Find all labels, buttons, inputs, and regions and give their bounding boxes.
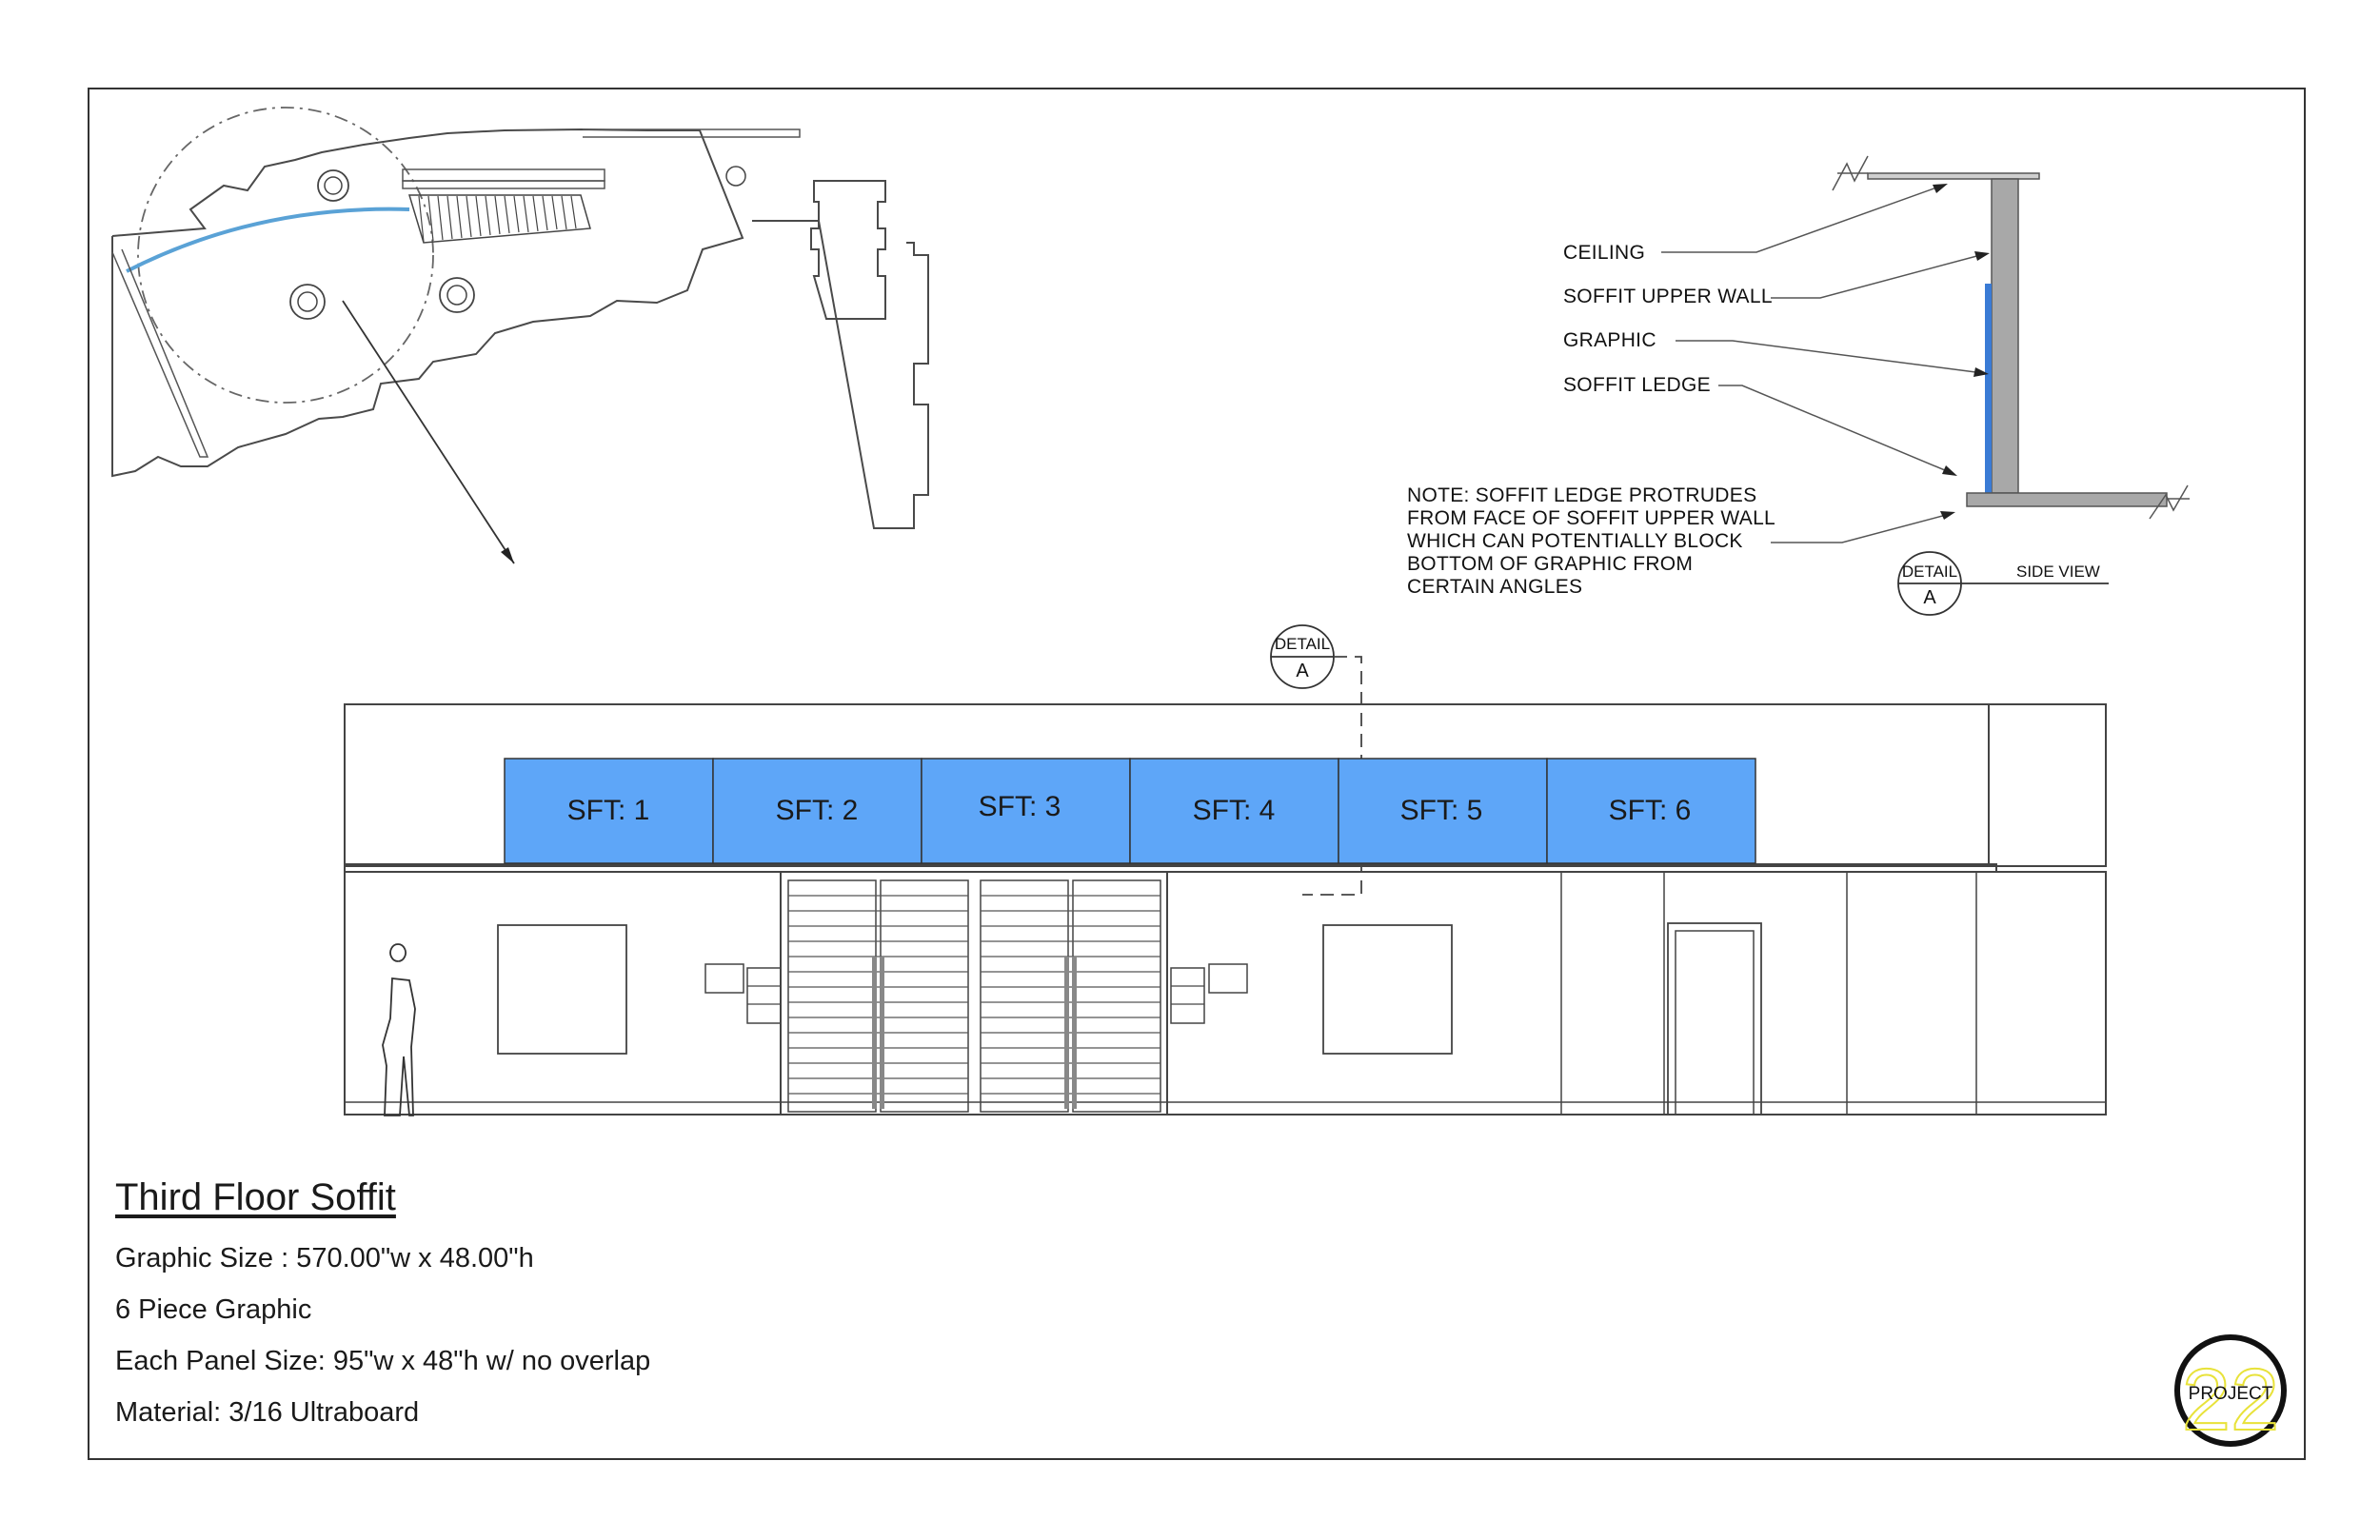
panel-label-4: SFT: 4 — [1193, 795, 1276, 826]
graphic-panel — [1985, 284, 1992, 493]
drawing-title: Third Floor Soffit — [115, 1176, 396, 1218]
plan-column — [439, 277, 475, 313]
plan-column — [725, 166, 746, 187]
callout-graphic: GRAPHIC — [1563, 329, 1656, 351]
soffit-band — [344, 703, 2107, 867]
section-detail: CEILING SOFFIT UPPER WALL GRAPHIC SOFFIT… — [1407, 155, 2190, 616]
elevation-detail-title: DETAIL — [1275, 635, 1330, 653]
detail-marker-letter: A — [1923, 587, 1936, 608]
sheet-border — [88, 88, 2306, 1460]
plan-left-edge — [111, 248, 209, 458]
human-scale-figure — [382, 943, 416, 1116]
panel-label-2: SFT: 2 — [776, 795, 859, 826]
material: Material: 3/16 Ultraboard — [115, 1397, 420, 1428]
callout-soffit-upper-wall: SOFFIT UPPER WALL — [1563, 286, 1773, 307]
window-right — [1322, 924, 1453, 1055]
panel-sft-4 — [1129, 758, 1339, 864]
plan-view-arrow — [342, 300, 515, 564]
logo-numeral: 22 — [2182, 1352, 2279, 1449]
panel-label-3: SFT: 3 — [979, 791, 1061, 822]
elevation-view: DETAIL A SFT: 1 SFT: 2 SFT: 3 SFT: 4 SFT… — [344, 624, 2107, 1116]
note-line-1: NOTE: SOFFIT LEDGE PROTRUDES — [1407, 484, 1756, 506]
plan-dashed-circle — [137, 107, 434, 404]
plan-block — [810, 180, 886, 320]
piece-count: 6 Piece Graphic — [115, 1294, 312, 1325]
panel-label-5: SFT: 5 — [1400, 795, 1483, 826]
lower-facade — [344, 871, 2107, 1116]
plan-wedge-outline — [752, 220, 929, 529]
panel-sft-6 — [1546, 758, 1756, 864]
plan-upper-edge — [583, 128, 801, 138]
panel-sft-5 — [1338, 758, 1548, 864]
side-view-label: SIDE VIEW — [2016, 563, 2100, 581]
plan-column — [317, 169, 349, 202]
note-line-4: BOTTOM OF GRAPHIC FROM — [1407, 553, 1693, 575]
side-door — [1667, 922, 1762, 1116]
ceiling-slab — [1867, 172, 2040, 180]
plan-view — [111, 107, 929, 564]
panel-label-6: SFT: 6 — [1609, 795, 1692, 826]
plan-column — [289, 284, 326, 320]
detail-marker-title: DETAIL — [1902, 563, 1957, 581]
note-line-5: CERTAIN ANGLES — [1407, 576, 1582, 598]
project22-logo: 22 PROJECT — [2174, 1334, 2287, 1450]
logo-text: PROJECT — [2189, 1384, 2273, 1404]
note-line-3: WHICH CAN POTENTIALLY BLOCK — [1407, 530, 1743, 552]
plan-outline — [111, 128, 744, 478]
plan-stairs — [402, 168, 605, 244]
entry-doors — [780, 871, 1168, 1116]
panel-sft-1 — [504, 758, 714, 864]
note-line-2: FROM FACE OF SOFFIT UPPER WALL — [1407, 507, 1775, 529]
graphic-size: Graphic Size : 570.00"w x 48.00"h — [115, 1243, 534, 1273]
panel-label-1: SFT: 1 — [567, 795, 650, 826]
soffit-upper-wall — [1991, 178, 2019, 494]
window-left — [497, 924, 627, 1055]
soffit-ledge — [1966, 492, 2168, 507]
plan-graphic-arc — [126, 207, 410, 273]
callout-soffit-ledge: SOFFIT LEDGE — [1563, 374, 1711, 396]
soffit-panels: SFT: 1 SFT: 2 SFT: 3 SFT: 4 SFT: 5 SFT: … — [504, 758, 1756, 864]
callout-ceiling: CEILING — [1563, 242, 1645, 264]
panel-size: Each Panel Size: 95"w x 48"h w/ no overl… — [115, 1346, 651, 1376]
elevation-detail-letter: A — [1296, 661, 1309, 681]
